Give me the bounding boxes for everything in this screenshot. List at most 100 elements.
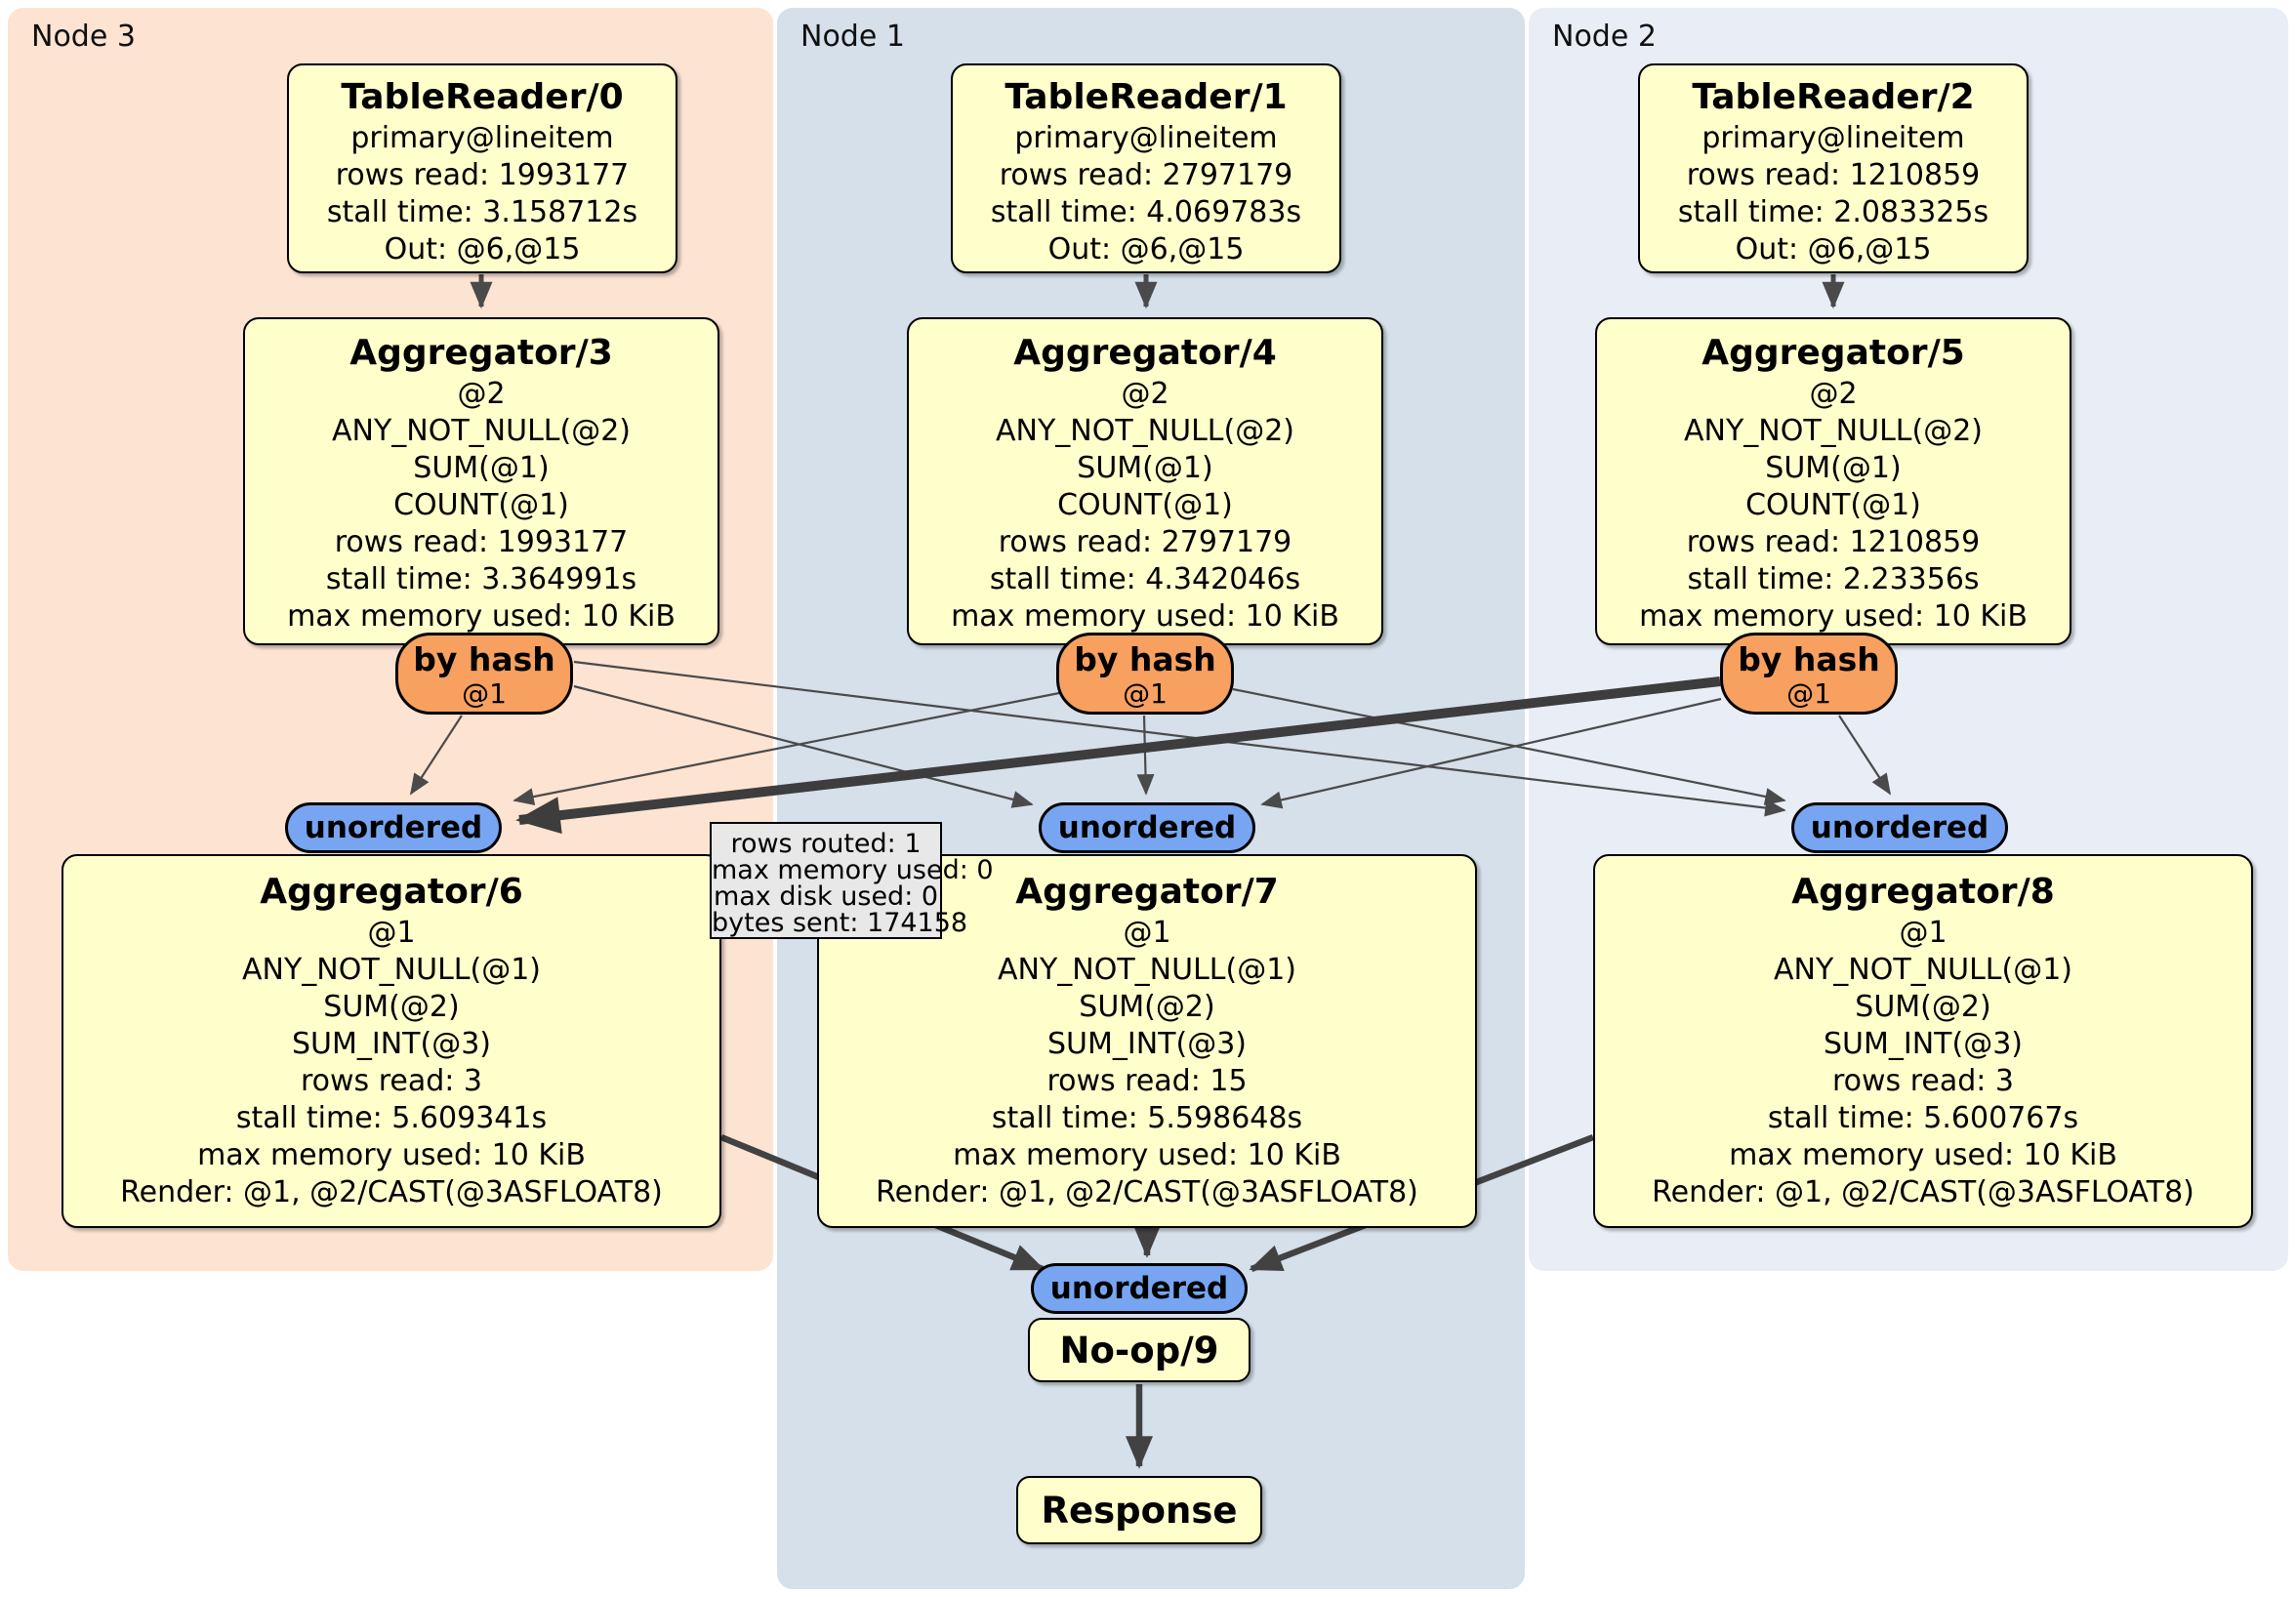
edge-stats-tooltip: rows routed: 1 max memory used: 0 max di… — [710, 822, 994, 939]
node-detail: stall time: 4.342046s — [989, 562, 1301, 596]
node-detail: SUM(@2) — [323, 990, 460, 1024]
node-detail: Render: @1, @2/CAST(@3ASFLOAT8) — [120, 1175, 663, 1209]
node-detail: primary@lineitem — [1014, 121, 1278, 155]
node-detail: primary@lineitem — [350, 121, 614, 155]
node-detail: ANY_NOT_NULL(@1) — [242, 953, 541, 987]
node-aggregator-3[interactable]: Aggregator/3 @2 ANY_NOT_NULL(@2) SUM(@1)… — [243, 317, 719, 645]
node-title: Aggregator/4 — [1013, 333, 1277, 373]
sync-label: unordered — [1049, 1271, 1229, 1306]
node-detail: stall time: 2.083325s — [1677, 195, 1989, 229]
node-detail: stall time: 3.158712s — [326, 195, 638, 229]
node-detail: rows read: 1993177 — [335, 158, 630, 192]
edge-hash2-sync3-highlighted[interactable] — [515, 676, 1721, 835]
node-detail: max memory used: 10 KiB — [1639, 599, 2028, 634]
node-detail: @1 — [1123, 916, 1171, 950]
tooltip-line: bytes sent: 174158 — [712, 908, 968, 938]
router-by-hash-node1[interactable]: by hash @1 — [1056, 633, 1234, 715]
edge-hash3-sync2 — [573, 660, 1786, 817]
node-detail: primary@lineitem — [1702, 121, 1965, 155]
node-detail: @2 — [1121, 377, 1169, 411]
node-title: Aggregator/6 — [260, 872, 523, 912]
node-detail: max memory used: 10 KiB — [287, 599, 676, 634]
router-by-hash-node3[interactable]: by hash @1 — [395, 633, 573, 715]
node-detail: rows read: 3 — [1831, 1064, 2015, 1098]
node-title: Response — [1041, 1489, 1238, 1532]
node-detail: Out: @6,@15 — [384, 232, 581, 266]
node-aggregator-4[interactable]: Aggregator/4 @2 ANY_NOT_NULL(@2) SUM(@1)… — [907, 317, 1383, 645]
node-detail: stall time: 5.598648s — [991, 1101, 1303, 1135]
node-detail: ANY_NOT_NULL(@1) — [1774, 953, 2072, 987]
node-detail: rows read: 1993177 — [334, 525, 629, 559]
node-detail: @2 — [1809, 377, 1858, 411]
node-detail: Out: @6,@15 — [1735, 232, 1932, 266]
node-detail: SUM(@1) — [1077, 451, 1213, 485]
node-detail: Render: @1, @2/CAST(@3ASFLOAT8) — [876, 1175, 1418, 1209]
node-detail: Render: @1, @2/CAST(@3ASFLOAT8) — [1652, 1175, 2194, 1209]
edge-hash1-sync1 — [1136, 715, 1155, 796]
node-detail: SUM_INT(@3) — [292, 1027, 491, 1061]
node-title: Aggregator/5 — [1702, 333, 1965, 373]
edge-hash1-sync2 — [1232, 687, 1786, 805]
sync-label: unordered — [1057, 810, 1237, 845]
sync-unordered-final[interactable]: unordered — [1031, 1263, 1248, 1314]
node-aggregator-8[interactable]: Aggregator/8 @1 ANY_NOT_NULL(@1) SUM(@2)… — [1593, 854, 2253, 1228]
router-label: by hash — [1738, 640, 1880, 678]
node-detail: stall time: 5.609341s — [235, 1101, 548, 1135]
node-aggregator-5[interactable]: Aggregator/5 @2 ANY_NOT_NULL(@2) SUM(@1)… — [1595, 317, 2071, 645]
node-detail: COUNT(@1) — [1057, 488, 1233, 522]
node-tablereader-2[interactable]: TableReader/2 primary@lineitem rows read… — [1638, 63, 2029, 273]
node-title: Aggregator/7 — [1015, 872, 1279, 912]
node-title: TableReader/2 — [1692, 77, 1975, 117]
node-response[interactable]: Response — [1016, 1476, 1262, 1544]
router-label: by hash — [1074, 640, 1216, 678]
node-detail: max memory used: 10 KiB — [197, 1138, 586, 1172]
node-tablereader-0[interactable]: TableReader/0 primary@lineitem rows read… — [287, 63, 677, 273]
node-detail: ANY_NOT_NULL(@1) — [998, 953, 1296, 987]
node-detail: ANY_NOT_NULL(@2) — [996, 414, 1294, 448]
node-detail: @1 — [367, 916, 416, 950]
node-tablereader-1[interactable]: TableReader/1 primary@lineitem rows read… — [951, 63, 1341, 273]
node-title: TableReader/1 — [1004, 77, 1288, 117]
node-detail: COUNT(@1) — [1745, 488, 1921, 522]
node-detail: rows read: 2797179 — [998, 525, 1292, 559]
region-node1-label: Node 1 — [800, 20, 905, 54]
node-aggregator-6[interactable]: Aggregator/6 @1 ANY_NOT_NULL(@1) SUM(@2)… — [62, 854, 721, 1228]
node-detail: stall time: 5.600767s — [1767, 1101, 2079, 1135]
router-hash-key: @1 — [1786, 677, 1831, 710]
region-node3-label: Node 3 — [31, 20, 136, 54]
node-detail: stall time: 3.364991s — [325, 562, 637, 596]
sync-unordered-node3[interactable]: unordered — [285, 802, 502, 853]
node-noop-9[interactable]: No-op/9 — [1028, 1318, 1250, 1382]
node-detail: SUM(@1) — [413, 451, 550, 485]
sync-unordered-node1[interactable]: unordered — [1039, 802, 1255, 853]
node-title: No-op/9 — [1059, 1329, 1219, 1372]
node-detail: SUM_INT(@3) — [1047, 1027, 1247, 1061]
node-detail: ANY_NOT_NULL(@2) — [332, 414, 631, 448]
node-detail: rows read: 2797179 — [999, 158, 1293, 192]
router-by-hash-node2[interactable]: by hash @1 — [1720, 633, 1898, 715]
region-node2-label: Node 2 — [1552, 20, 1657, 54]
node-detail: SUM(@2) — [1079, 990, 1215, 1024]
node-detail: rows read: 1210859 — [1686, 158, 1981, 192]
node-detail: rows read: 1210859 — [1686, 525, 1981, 559]
node-detail: stall time: 2.23356s — [1687, 562, 1980, 596]
tooltip-line: rows routed: 1 — [730, 829, 922, 859]
edge-hash2-sync2 — [1838, 715, 1891, 796]
tooltip-line: max memory used: 0 — [712, 855, 994, 885]
node-detail: max memory used: 10 KiB — [953, 1138, 1341, 1172]
tooltip-line: max disk used: 0 — [713, 881, 939, 912]
node-detail: SUM(@2) — [1855, 990, 1991, 1024]
edge-hash2-sync1 — [1260, 697, 1722, 809]
node-detail: ANY_NOT_NULL(@2) — [1684, 414, 1983, 448]
node-detail: max memory used: 10 KiB — [1729, 1138, 2117, 1172]
node-detail: rows read: 3 — [300, 1064, 483, 1098]
node-detail: @2 — [457, 377, 506, 411]
node-detail: SUM(@1) — [1765, 451, 1902, 485]
node-detail: stall time: 4.069783s — [990, 195, 1302, 229]
sync-label: unordered — [304, 810, 483, 845]
sync-unordered-node2[interactable]: unordered — [1791, 802, 2008, 853]
node-detail: @1 — [1899, 916, 1948, 950]
router-hash-key: @1 — [1123, 677, 1168, 710]
node-title: Aggregator/3 — [349, 333, 613, 373]
